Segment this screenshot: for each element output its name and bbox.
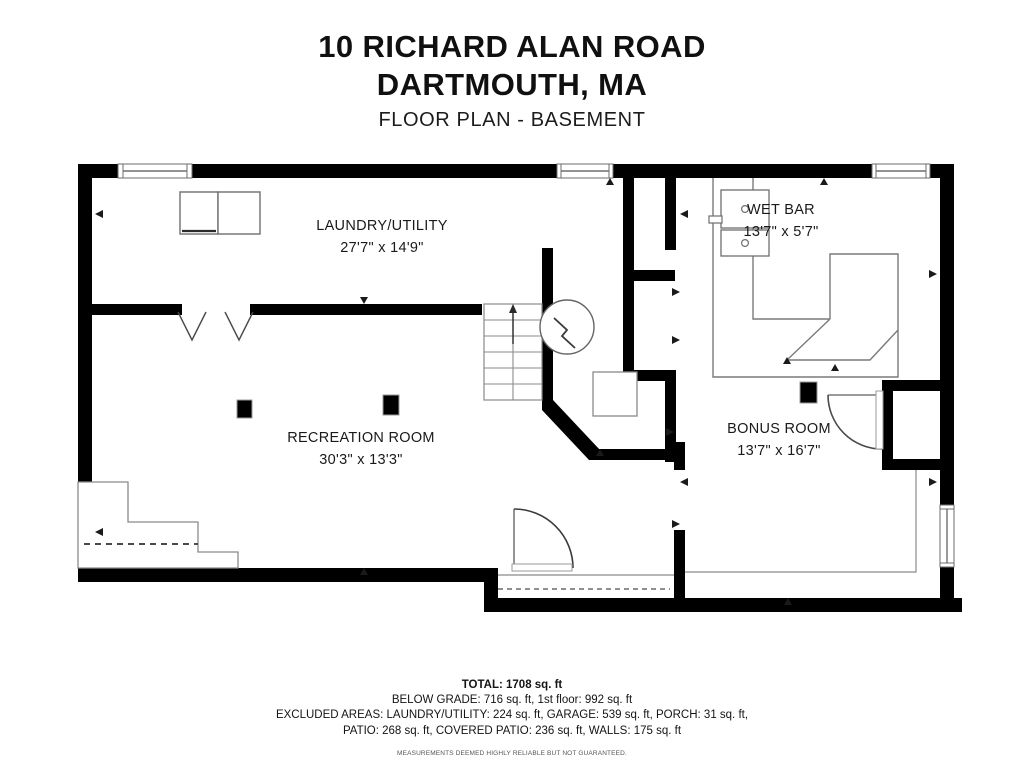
room-dims-bonus: 13'7" x 16'7" [737, 443, 820, 459]
footer-excluded-areas-2: PATIO: 268 sq. ft, COVERED PATIO: 236 sq… [342, 724, 682, 737]
plan-footer: TOTAL: 1708 sq. ft BELOW GRADE: 716 sq. … [0, 678, 1024, 758]
floor-plan-svg: LAUNDRY/UTILITY 27'7" x 14'9" RECREATION… [77, 163, 962, 612]
plan-header: 10 RICHARD ALAN ROAD DARTMOUTH, MA FLOOR… [0, 30, 1024, 132]
bulkhead-steps [77, 481, 239, 569]
room-label-recreation: RECREATION ROOM 30'3" x 13'3" [287, 430, 435, 468]
window-top-right [871, 163, 931, 179]
room-label-laundry: LAUNDRY/UTILITY 27'7" x 14'9" [316, 218, 448, 256]
room-name-bonus: BONUS ROOM [727, 421, 831, 437]
room-dims-laundry: 27'7" x 14'9" [340, 240, 423, 256]
window-right-lower [939, 504, 955, 568]
plan-subtitle: FLOOR PLAN - BASEMENT [378, 108, 646, 131]
wet-bar-counter [712, 178, 899, 378]
stairs-up-arrow [509, 304, 517, 344]
window-top-left [117, 163, 193, 179]
exterior-walls [78, 164, 962, 612]
furnace-symbol [539, 299, 595, 355]
angled-stair-wall [542, 400, 685, 460]
bonus-room-closet [827, 380, 940, 470]
property-city-state: DARTMOUTH, MA [376, 67, 648, 103]
footer-excluded-areas-1: EXCLUDED AREAS: LAUNDRY/UTILITY: 224 sq.… [275, 709, 749, 722]
exterior-door-bottom [511, 508, 574, 582]
measurement-tick-markers [95, 178, 937, 605]
room-dims-wetbar: 13'7" x 5'7" [743, 224, 818, 240]
utility-equipment-box [592, 371, 638, 417]
room-name-laundry: LAUNDRY/UTILITY [316, 218, 448, 234]
wet-bar-sink [708, 189, 770, 257]
room-name-wetbar: WET BAR [747, 202, 815, 218]
room-label-wetbar: WET BAR 13'7" x 5'7" [743, 202, 818, 240]
footer-total-area: TOTAL: 1708 sq. ft [461, 679, 563, 691]
property-address-line1: 10 RICHARD ALAN ROAD [318, 29, 706, 64]
room-label-bonus: BONUS ROOM 13'7" x 16'7" [727, 421, 831, 459]
room-name-recreation: RECREATION ROOM [287, 430, 435, 446]
hvac-vent-symbols [177, 311, 254, 342]
footer-disclaimer: MEASUREMENTS DEEMED HIGHLY RELIABLE BUT … [397, 749, 627, 757]
floor-plan-drawing: LAUNDRY/UTILITY 27'7" x 14'9" RECREATION… [70, 152, 962, 624]
room-dims-recreation: 30'3" x 13'3" [319, 452, 402, 468]
support-columns [236, 381, 818, 419]
footer-below-grade: BELOW GRADE: 716 sq. ft, 1st floor: 992 … [391, 694, 633, 707]
slab-outlines [498, 470, 917, 576]
window-top-center [556, 163, 614, 179]
laundry-appliances [179, 191, 261, 235]
central-partition [674, 442, 685, 602]
staircase [483, 303, 543, 401]
